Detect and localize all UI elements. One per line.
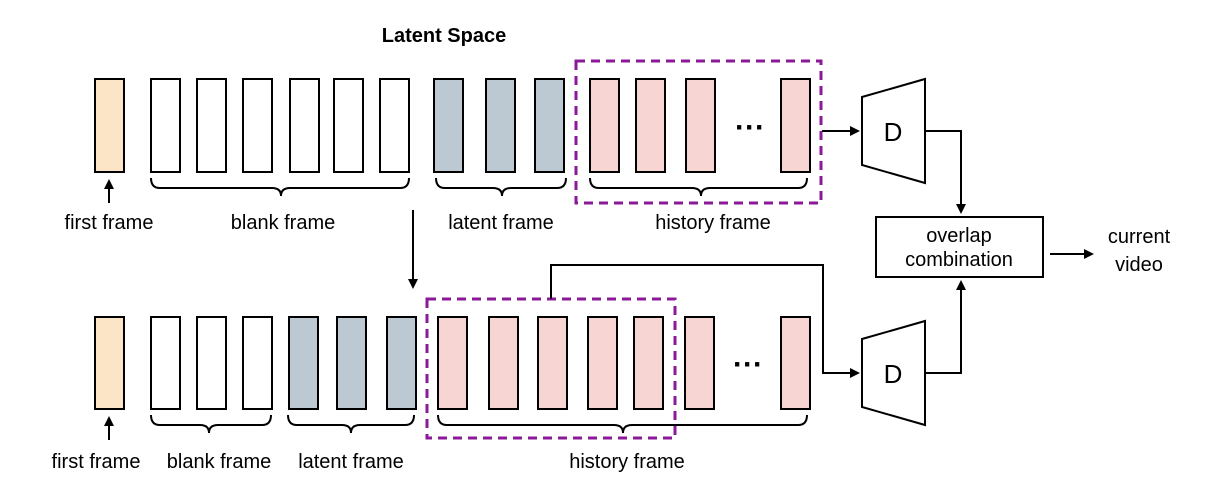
bottom-label-latent-frame: latent frame bbox=[298, 451, 404, 473]
bottom-history-frame-13 bbox=[684, 316, 715, 410]
top-blank-frame-7 bbox=[379, 78, 410, 173]
overlap-combination-box bbox=[875, 216, 1044, 278]
latent-space-title: Latent Space bbox=[382, 25, 506, 47]
top-blank-frame-3 bbox=[196, 78, 227, 173]
output-label-line1: current bbox=[1108, 226, 1171, 248]
top-blank-frame-5 bbox=[289, 78, 320, 173]
top-blank-brace bbox=[150, 177, 410, 197]
top-label-blank-frame: blank frame bbox=[231, 212, 336, 234]
top-history-frame-12 bbox=[635, 78, 666, 173]
top-blank-frame-4 bbox=[242, 78, 273, 173]
top-latent-frame-9 bbox=[485, 78, 516, 173]
top-history-brace bbox=[589, 177, 808, 197]
bottom-history-to-decoder-arrow bbox=[550, 264, 860, 378]
output-label-line2: video bbox=[1115, 254, 1163, 276]
top-frame-row bbox=[94, 78, 811, 173]
top-history-frame-13 bbox=[685, 78, 716, 173]
bottom-latent-frame-5 bbox=[288, 316, 319, 410]
bottom-blank-brace bbox=[150, 414, 272, 434]
top-history-highlight bbox=[574, 59, 823, 205]
top-first-frame-1 bbox=[94, 78, 125, 173]
bottom-decoder-shape bbox=[861, 319, 926, 427]
bottom-latent-brace bbox=[287, 414, 415, 434]
top-latent-frame-10 bbox=[534, 78, 565, 173]
top-blank-frame-2 bbox=[150, 78, 181, 173]
top-label-history-frame: history frame bbox=[655, 212, 771, 234]
top-decoder-shape bbox=[861, 77, 926, 185]
bottom-history-frame-11 bbox=[587, 316, 618, 410]
bottom-blank-frame-4 bbox=[242, 316, 273, 410]
bottom-history-frame-8 bbox=[437, 316, 468, 410]
bottom-first-frame-1 bbox=[94, 316, 125, 410]
top-decoder-label: D bbox=[884, 117, 903, 147]
bottom-decoder-label: D bbox=[884, 359, 903, 389]
top-decoder-output-arrow bbox=[925, 130, 966, 214]
bottom-blank-frame-3 bbox=[196, 316, 227, 410]
bottom-history-frame-9 bbox=[488, 316, 519, 410]
bottom-latent-frame-6 bbox=[336, 316, 367, 410]
top-ellipsis: ··· bbox=[735, 111, 765, 144]
bottom-history-frame-15 bbox=[780, 316, 811, 410]
bottom-label-blank-frame: blank frame bbox=[167, 451, 272, 473]
bottom-history-frame-12 bbox=[633, 316, 664, 410]
top-history-frame-15 bbox=[780, 78, 811, 173]
top-label-first-frame: first frame bbox=[65, 212, 154, 234]
top-latent-frame-8 bbox=[433, 78, 464, 173]
bottom-history-frame-10 bbox=[537, 316, 568, 410]
top-label-latent-frame: latent frame bbox=[448, 212, 554, 234]
overlap-label-line1: overlap bbox=[926, 225, 992, 247]
top-blank-frame-6 bbox=[333, 78, 364, 173]
bottom-label-history-frame: history frame bbox=[569, 451, 685, 473]
overlap-label-line2: combination bbox=[905, 249, 1013, 271]
top-latent-brace bbox=[435, 177, 567, 197]
bottom-history-brace bbox=[437, 414, 808, 434]
top-history-frame-11 bbox=[589, 78, 620, 173]
bottom-latent-frame-7 bbox=[386, 316, 417, 410]
bottom-frame-row bbox=[94, 316, 811, 410]
bottom-label-first-frame: first frame bbox=[52, 451, 141, 473]
bottom-ellipsis: ··· bbox=[733, 348, 763, 381]
bottom-decoder-output-arrow bbox=[925, 280, 966, 374]
bottom-blank-frame-2 bbox=[150, 316, 181, 410]
